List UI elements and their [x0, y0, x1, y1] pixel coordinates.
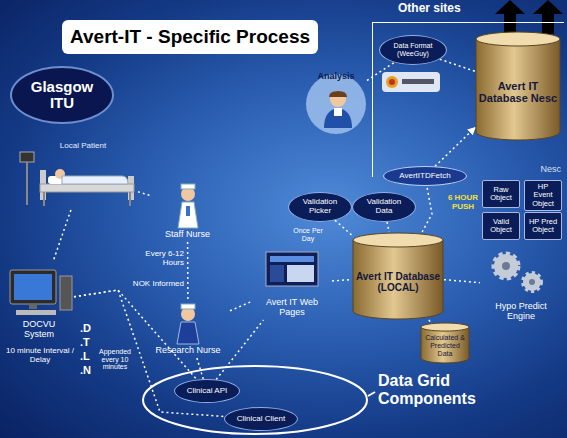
destination-label: Other sites [398, 2, 461, 15]
data-cylinder: Calculated & Predicted Data [420, 322, 470, 364]
nurse-figure: Research Nurse [146, 300, 230, 358]
interval-note: Appended every 10 minutes [94, 348, 136, 371]
docvu-computer [10, 270, 72, 315]
component-ellipse: Validation Data [352, 192, 416, 222]
object-box: HP Pred Object [524, 212, 562, 240]
dotted-connector [335, 220, 352, 235]
node-text: Hypo Predict Engine [483, 302, 559, 322]
database-cylinder: Avert IT Database (LOCAL) [352, 232, 444, 320]
engine-gears: Hypo Predict Engine [480, 248, 562, 324]
node-text: Validation Data [359, 198, 409, 216]
node-text: Calculated & Predicted Data [423, 334, 467, 357]
node-text: Clinical API [187, 387, 227, 396]
file-extension: .N [80, 364, 91, 376]
node-text: Avert IT Database Nesc [478, 80, 558, 104]
node-text: Research Nurse [155, 346, 220, 356]
component-ellipse: Validation Picker [288, 192, 352, 222]
node-text: Nesc [540, 165, 561, 175]
dotted-connector [440, 59, 475, 71]
node-text: HP Event Object [528, 183, 558, 208]
analysis-figure [306, 74, 366, 134]
dotted-connector [53, 210, 71, 262]
dotted-connector [187, 242, 189, 300]
computer-system: DOCVU System [4, 262, 74, 342]
interval-note: 10 minute Interval / Delay [4, 347, 76, 365]
dotted-connector [332, 280, 352, 282]
node-text: Glasgow ITU [18, 79, 106, 112]
node-text: Staff Nurse [165, 230, 210, 240]
interval-note: Once Per Day [288, 227, 328, 242]
dotted-connector [138, 192, 150, 196]
group-label: Data Grid Components [378, 372, 488, 407]
dotted-connector [422, 186, 432, 232]
interval-note: Every 6-12 Hours [126, 250, 184, 268]
title-box: Avert-IT - Specific Process [62, 20, 318, 54]
dotted-connector [197, 358, 203, 379]
web-page-screenshot [266, 252, 318, 286]
object-box: HP Event Object [524, 180, 562, 211]
file-extension: .T [80, 336, 90, 348]
data-grid-ellipse [143, 366, 375, 434]
node-text: AvertITDFetch [399, 172, 450, 181]
object-box: Raw Object [482, 180, 520, 208]
component-ellipse: Clinical API [174, 379, 240, 403]
object-box: Valid Object [482, 212, 520, 240]
node-text: Raw Object [486, 186, 516, 203]
dotted-connector [387, 222, 389, 232]
node-text: Avert IT Web Pages [255, 298, 329, 318]
node-text: HP Pred Object [528, 218, 558, 235]
format-ellipse: Data Format (WeeGuy) [379, 35, 447, 65]
node-text: DOCVU System [7, 320, 71, 340]
node-text: Data Format (WeeGuy) [386, 42, 440, 57]
node-text: Clinical Client [237, 415, 285, 424]
node-text: Validation Picker [295, 198, 345, 216]
file-extension: .D [80, 322, 91, 334]
nesc-region: Nesc Avert IT Database Nesc Data Format (W… [372, 22, 564, 177]
gears [494, 254, 541, 291]
node-text: Local Patient [60, 142, 106, 151]
bed-illustration [20, 152, 134, 206]
web-pages: Avert IT Web Pages [252, 248, 332, 320]
push-note: 6 HOUR PUSH [446, 194, 480, 212]
cantleft-logo [382, 72, 440, 92]
dotted-connector [444, 280, 480, 283]
fetch-ellipse: AvertITDFetch [383, 166, 467, 186]
dotted-connector [216, 320, 263, 380]
dotted-connector [74, 290, 197, 380]
node-text: Valid Object [486, 218, 516, 235]
node-text: Avert IT Database (LOCAL) [355, 271, 441, 293]
analysis-figure: Analysis [305, 70, 367, 132]
database-cylinder: Avert IT Database Nesc [475, 31, 561, 141]
site-ellipse: Glasgow ITU [10, 66, 114, 124]
file-extension: .L [80, 350, 90, 362]
other-sites-arrows [495, 0, 563, 34]
component-ellipse: Clinical Client [224, 407, 298, 431]
dotted-connector [429, 320, 430, 322]
patient-bed: Local Patient [28, 140, 138, 210]
dotted-connector [230, 301, 252, 311]
node-text: Analysis [317, 72, 354, 82]
note: NOK Informed [126, 280, 184, 289]
nurse-figure: Staff Nurse [150, 172, 225, 242]
dotted-connector [435, 128, 475, 167]
